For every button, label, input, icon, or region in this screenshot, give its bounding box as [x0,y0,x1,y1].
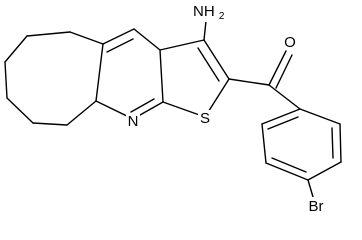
bond [271,157,307,173]
bond [299,108,341,125]
bond [267,116,299,130]
bond [261,123,267,164]
nitrogen-symbol: N [128,113,139,130]
bond [228,78,270,86]
molecule-structure-diagram: NH 2 O N S Br [4,2,342,215]
bromine-symbol: Br [309,198,324,215]
bond [102,28,135,45]
bond [26,31,71,37]
svg-text:NH 2: NH 2 [193,3,225,22]
amino-subscript: 2 [219,11,225,22]
bond [95,43,104,102]
bond [265,162,309,181]
bond [106,38,134,53]
amino-symbol: NH [193,3,215,20]
bond [159,39,205,51]
atom-label-sulfur: S [198,110,212,127]
carbonyl-group [228,50,301,110]
sulfur-symbol: S [200,110,210,127]
bond [4,35,28,63]
bond [6,97,34,124]
thiophene-ring [159,39,230,118]
cyclooctane-ring [4,31,104,126]
bond [130,98,155,113]
benzene-ring [261,108,342,181]
bond [203,39,230,80]
atom-label-oxygen: O [283,34,297,51]
pyridine-ring [95,28,164,120]
bond [261,108,301,125]
bond [307,161,342,181]
bond [159,49,164,103]
atom-label-amino: NH 2 [192,2,228,22]
bond-c-br [307,179,314,198]
bond [339,123,342,163]
bond [4,61,8,99]
oxygen-symbol: O [284,34,296,51]
bond [32,122,68,126]
bond [275,54,293,89]
atom-label-nitrogen: N [126,113,140,130]
bond [331,127,334,159]
bond [268,84,301,110]
bond [268,50,287,86]
bond [69,31,104,45]
bond [66,100,97,126]
bond [197,47,220,82]
atom-label-bromine: Br [305,197,327,215]
bond [133,28,161,51]
bond-c-n-amino [203,20,207,41]
